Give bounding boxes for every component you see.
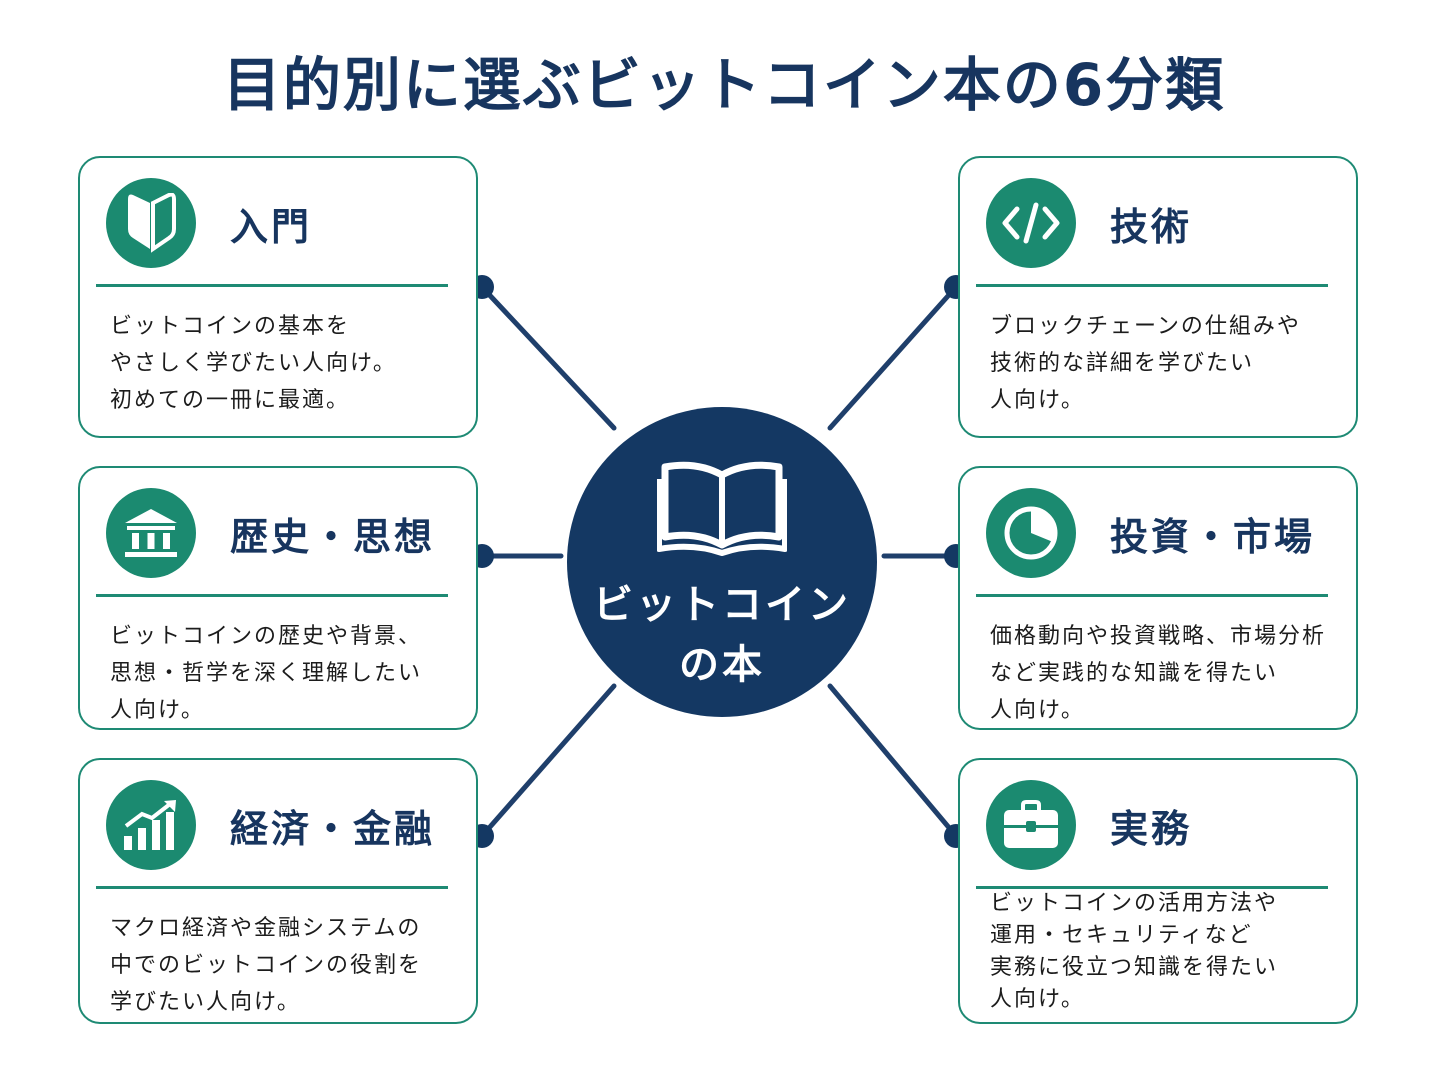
category-title: 実務 [1110,806,1193,851]
open-book-icon [657,461,787,556]
pie-chart-icon [986,488,1076,578]
category-card-history: 歴史・思想 ビットコインの歴史や背景、 思想・哲学を深く理解したい 人向け。 [78,466,478,730]
category-description: マクロ経済や金融システムの 中でのビットコインの役割を 学びたい人向け。 [110,916,423,1015]
category-title: 入門 [230,204,313,249]
growth-chart-icon [106,780,196,870]
category-card-tech: 技術 ブロックチェーンの仕組みや 技術的な詳細を学びたい 人向け。 [958,156,1358,438]
connector-economy [479,683,617,839]
category-description: 価格動向や投資戦略、市場分析 など実践的な知識を得たい 人向け。 [990,624,1327,723]
category-title: 経済・金融 [230,806,436,851]
category-card-economy: 経済・金融 マクロ経済や金融システムの 中でのビットコインの役割を 学びたい人向… [78,758,478,1024]
category-card-practice: 実務 ビットコインの活用方法や 運用・セキュリティなど 実務に役立つ知識を得たい… [958,758,1358,1024]
center-hub: ビットコイン の本 [567,407,877,717]
divider [976,284,1328,287]
divider [96,284,448,287]
category-description: ビットコインの基本を やさしく学びたい人向け。 初めての一冊に最適。 [110,314,397,413]
divider [976,886,1328,889]
connector-practice [827,683,959,839]
divider [976,594,1328,597]
briefcase-icon [986,780,1076,870]
category-description: ビットコインの歴史や背景、 思想・哲学を深く理解したい 人向け。 [110,624,423,723]
category-description: ビットコインの活用方法や 運用・セキュリティなど 実務に役立つ知識を得たい 人向… [990,891,1279,1012]
category-description: ブロックチェーンの仕組みや 技術的な詳細を学びたい 人向け。 [990,314,1301,413]
center-label: ビットコイン の本 [593,582,851,688]
bank-building-icon [106,488,196,578]
category-card-intro: 入門 ビットコインの基本を やさしく学びたい人向け。 初めての一冊に最適。 [78,156,478,438]
connector-intro [479,284,617,431]
category-title: 投資・市場 [1110,514,1316,559]
connector-tech [827,284,959,431]
divider [96,594,448,597]
category-card-invest: 投資・市場 価格動向や投資戦略、市場分析 など実践的な知識を得たい 人向け。 [958,466,1358,730]
beginner-mark-icon [106,178,196,268]
category-title: 技術 [1110,204,1193,249]
code-icon [986,178,1076,268]
divider [96,886,448,889]
page-title: 目的別に選ぶビットコイン本の6分類 [222,51,1226,119]
category-title: 歴史・思想 [230,514,436,559]
